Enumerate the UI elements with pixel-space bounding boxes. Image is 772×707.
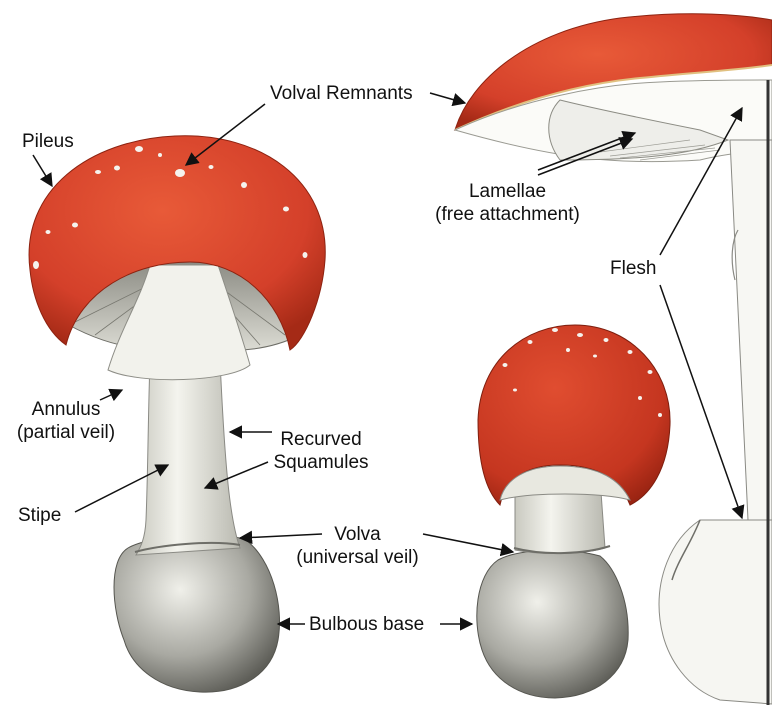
section-stem (730, 140, 772, 520)
label-recurved-line1: Recurved (266, 428, 376, 451)
label-volva-line1: Volva (285, 523, 430, 546)
label-recurved-line2: Squamules (266, 451, 376, 474)
label-annulus: Annulus (partial veil) (6, 398, 126, 444)
small-bulb (477, 550, 628, 698)
label-pileus: Pileus (22, 130, 74, 153)
arrow-volva-small (423, 534, 513, 552)
arrow-pileus (33, 155, 52, 186)
section-bulb (659, 520, 772, 704)
label-annulus-line2: (partial veil) (6, 421, 126, 444)
label-annulus-line1: Annulus (6, 398, 126, 421)
label-stipe: Stipe (18, 504, 61, 527)
label-lamellae-line2: (free attachment) (420, 203, 595, 226)
label-volval-remnants: Volval Remnants (270, 82, 413, 105)
label-bulbous-base: Bulbous base (309, 613, 424, 636)
small-mushroom (477, 325, 670, 698)
label-flesh: Flesh (610, 257, 656, 280)
large-bulb (114, 535, 280, 692)
arrow-flesh-down (660, 285, 742, 518)
label-lamellae: Lamellae (free attachment) (420, 180, 595, 226)
label-recurved-squamules: Recurved Squamules (266, 428, 376, 474)
label-volva-line2: (universal veil) (285, 546, 430, 569)
label-lamellae-line1: Lamellae (420, 180, 595, 203)
label-volva: Volva (universal veil) (285, 523, 430, 569)
large-stipe (136, 360, 240, 555)
arrow-volval-to-section (430, 93, 465, 103)
